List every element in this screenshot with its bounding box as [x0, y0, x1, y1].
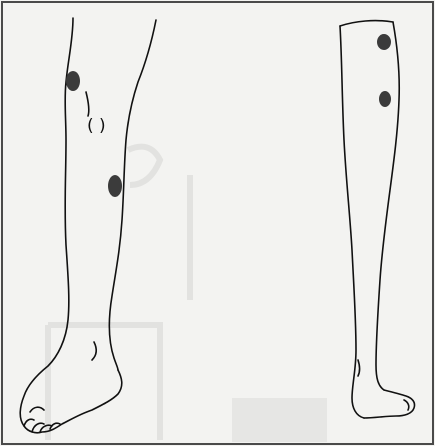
anterior-shin-marker: [108, 175, 122, 197]
anterior-open-marker: ( ): [87, 116, 106, 136]
ghost-bottom-block: [232, 398, 327, 442]
posterior-upper-calf-marker: [377, 34, 391, 50]
posterior-mid-calf-marker: [379, 91, 391, 107]
anterior-knee-marker: [66, 71, 80, 91]
